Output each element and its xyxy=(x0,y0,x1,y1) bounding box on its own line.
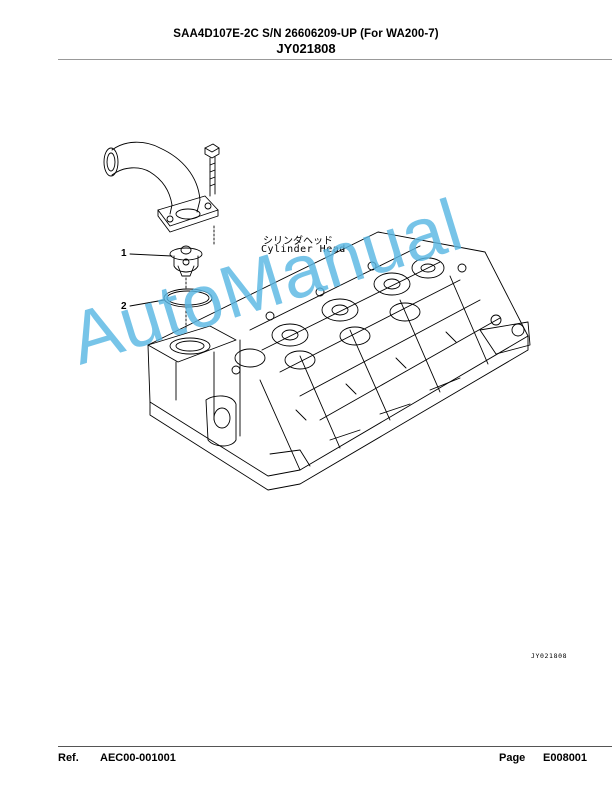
bolt xyxy=(204,143,220,197)
water-outlet-pipe xyxy=(103,141,219,233)
header-divider xyxy=(58,59,612,60)
footer-divider xyxy=(58,746,612,747)
cylinder-head xyxy=(147,231,531,491)
o-ring-part xyxy=(163,288,213,308)
header-title: SAA4D107E-2C S/N 26606209-UP (For WA200-… xyxy=(173,28,439,40)
ref-value: AEC00-001001 xyxy=(100,752,176,764)
callout-2: 2 xyxy=(121,301,127,312)
header-code: JY021808 xyxy=(276,41,336,56)
figure-id: JY021808 xyxy=(531,652,568,660)
page-value: E008001 xyxy=(543,752,588,764)
cylinder-head-label-jp: シリンダヘッド xyxy=(263,236,333,247)
callout-1: 1 xyxy=(121,248,127,259)
page-footer: Ref. AEC00-001001 Page E008001 xyxy=(58,752,598,768)
page-header: SAA4D107E-2C S/N 26606209-UP (For WA200-… xyxy=(0,28,612,56)
thermostat-part xyxy=(169,245,203,277)
cylinder-head-label-en: Cylinder Head xyxy=(261,244,346,255)
page-label: Page xyxy=(499,752,526,764)
ref-label: Ref. xyxy=(58,752,79,764)
